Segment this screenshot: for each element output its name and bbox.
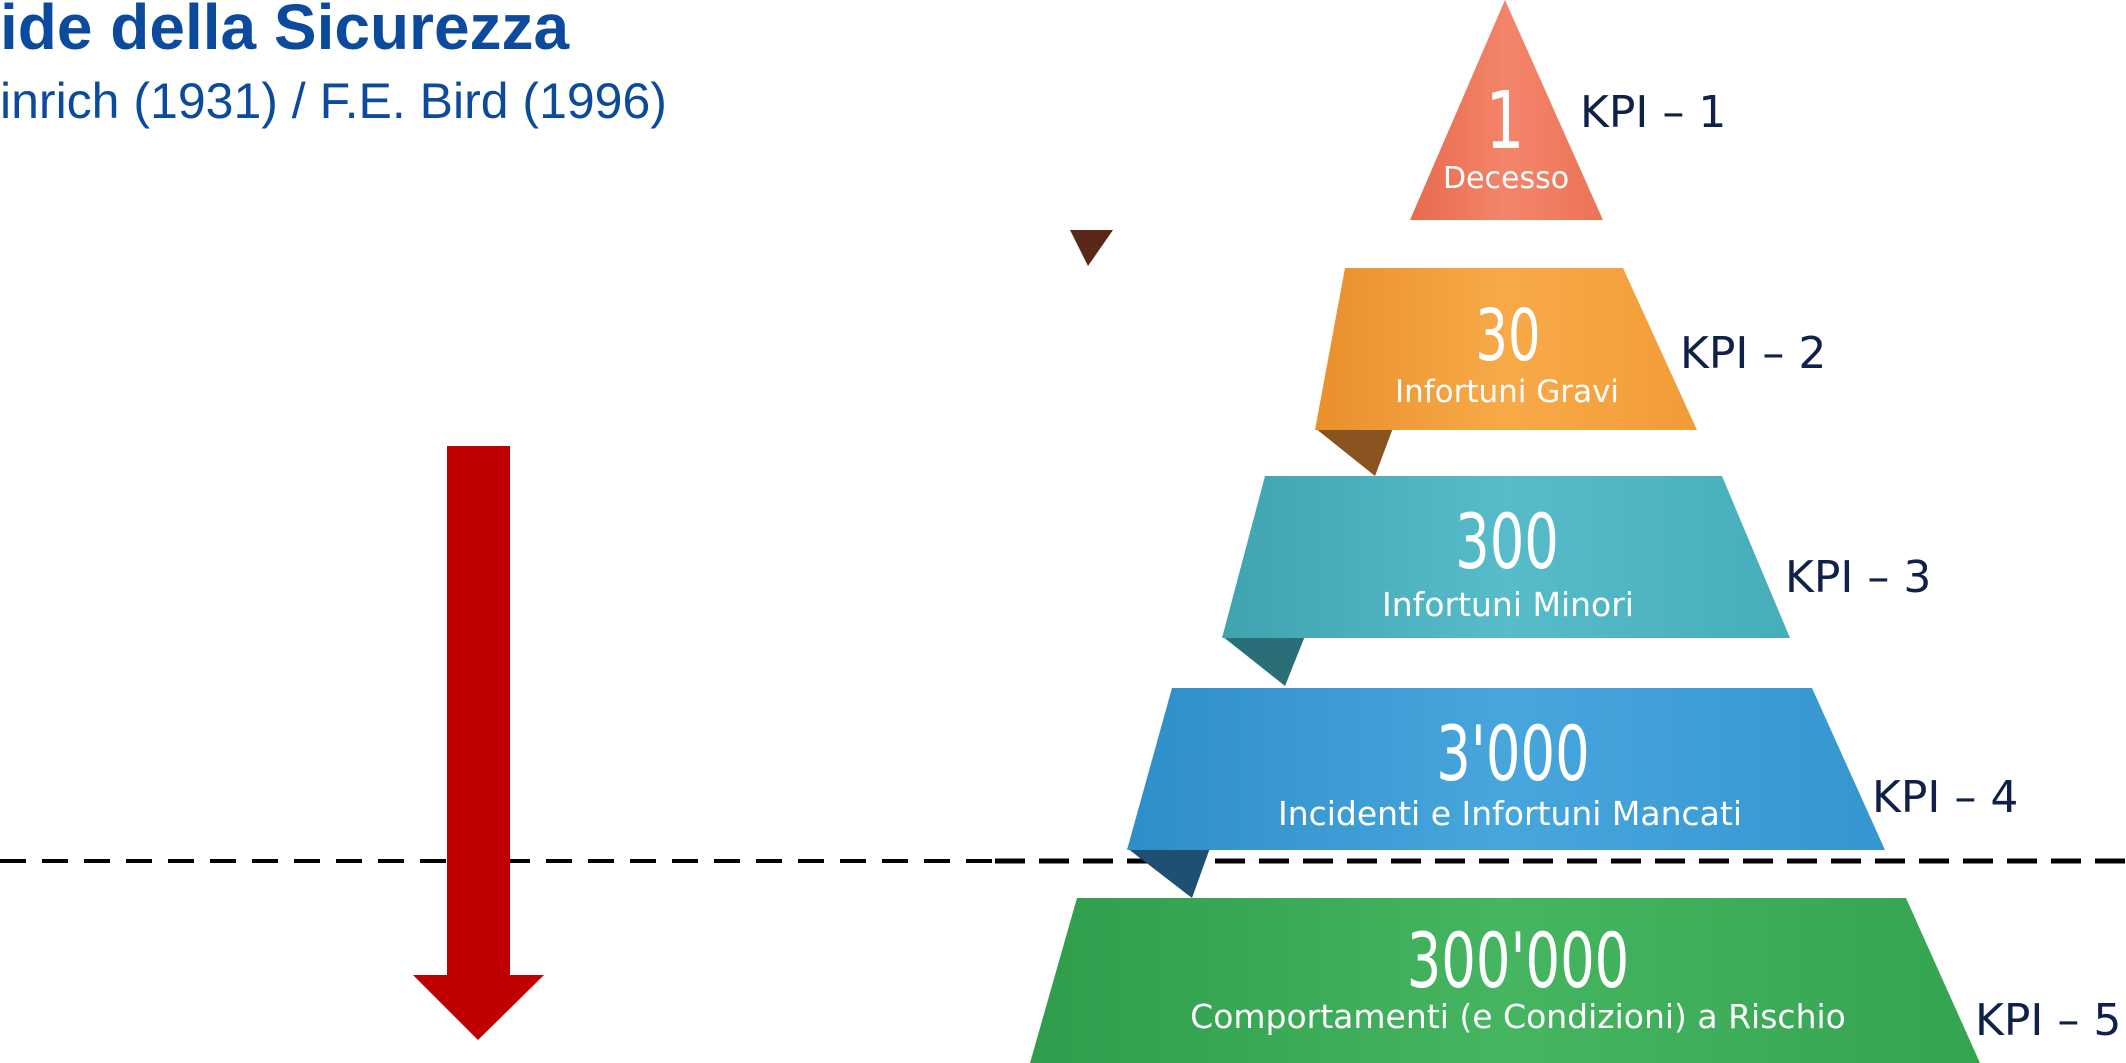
page-title: ide della Sicurezza (0, 0, 570, 63)
level-4-kpi: KPI – 4 (1872, 772, 2018, 823)
level-2-label: Infortuni Gravi (1395, 374, 1619, 410)
level-2-value: 30 (1475, 293, 1540, 377)
pyramid-level-5: 300'000 Comportamenti (e Condizioni) a R… (1030, 898, 2121, 1063)
level-3-value: 300 (1455, 498, 1559, 587)
page-subtitle: inrich (1931) / F.E. Bird (1996) (0, 73, 667, 129)
level-5-value: 300'000 (1407, 917, 1630, 1006)
down-arrow-icon (413, 446, 544, 1040)
pyramid-level-4: 3'000 Incidenti e Infortuni Mancati KPI … (1127, 688, 2018, 898)
pyramid-level-2: 30 Infortuni Gravi KPI – 2 (1315, 268, 1826, 476)
level-4-label: Incidenti e Infortuni Mancati (1278, 794, 1742, 833)
pyramid-level-3: 300 Infortuni Minori KPI – 3 (1222, 476, 1931, 686)
level-4-value: 3'000 (1436, 710, 1589, 799)
level-3-kpi: KPI – 3 (1785, 552, 1931, 603)
level-5-kpi: KPI – 5 (1975, 995, 2121, 1046)
level-2-kpi: KPI – 2 (1680, 328, 1826, 379)
level-5-label: Comportamenti (e Condizioni) a Rischio (1190, 997, 1846, 1036)
level-1-kpi: KPI – 1 (1580, 87, 1726, 138)
level-1-label: Decesso (1443, 161, 1569, 196)
level-3-label: Infortuni Minori (1382, 585, 1634, 624)
level-1-value: 1 (1486, 74, 1525, 167)
pyramid-level-1: 1 Decesso KPI – 1 (1070, 0, 1726, 266)
